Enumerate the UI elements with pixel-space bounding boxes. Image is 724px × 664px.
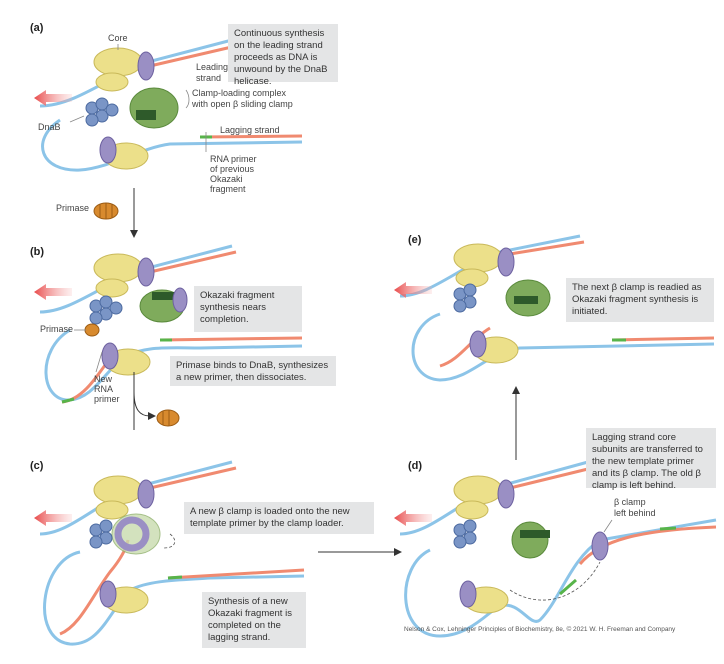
note-c1: A new β clamp is loaded onto the new tem… — [184, 502, 374, 534]
beta-clamp-icon — [114, 516, 150, 552]
clamp-loader-icon — [129, 87, 179, 129]
core-icon — [453, 243, 503, 273]
panel-e-art — [394, 234, 715, 382]
panel-c-art — [34, 460, 402, 646]
credit-line: Nelson & Cox, Lehninger Principles of Bi… — [404, 626, 676, 633]
note-d: Lagging strand core subunits are transfe… — [586, 428, 716, 491]
label-clamp-loading-1: Clamp-loading complex — [192, 88, 287, 98]
dnab-icon — [453, 519, 477, 549]
lagging-strand-blue — [41, 118, 303, 172]
label-beta-clamp-2: left behind — [614, 508, 656, 518]
leading-strand-red — [149, 44, 237, 68]
core-icon — [453, 475, 503, 505]
beta-clamp-icon — [497, 479, 515, 509]
panel-d-letter: (d) — [408, 460, 423, 472]
label-new-rna-2: RNA — [94, 384, 114, 394]
core-icon — [93, 47, 143, 77]
direction-arrow — [34, 510, 72, 526]
beta-clamp-icon — [99, 580, 117, 608]
core-icon — [95, 72, 129, 92]
label-lagging-strand: Lagging strand — [220, 125, 280, 135]
label-rna-primer-1: RNA primer — [210, 154, 257, 164]
lagging-strand-red — [199, 134, 303, 139]
note-c2: Synthesis of a new Okazaki fragment is c… — [202, 592, 306, 648]
clamp-loader-icon — [511, 521, 549, 559]
panel-a-art — [34, 38, 303, 238]
label-rna-primer-4: fragment — [210, 184, 246, 194]
primase-icon — [93, 202, 119, 220]
note-e: The next β clamp is readied as Okazaki f… — [566, 278, 714, 322]
primase-icon — [84, 323, 100, 337]
beta-clamp-icon — [172, 287, 188, 313]
dnab-icon — [453, 283, 477, 313]
label-new-rna-3: primer — [94, 394, 120, 404]
core-icon — [95, 278, 129, 298]
primase-icon — [156, 409, 180, 427]
direction-arrow — [394, 282, 432, 298]
label-core: Core — [108, 33, 128, 43]
core-icon — [93, 475, 143, 505]
label-leading-strand-1: Leading — [196, 62, 229, 72]
label-primase-b: Primase — [40, 324, 74, 334]
direction-arrow — [34, 90, 72, 106]
label-new-rna-1: New — [94, 374, 113, 384]
beta-clamp-icon — [591, 531, 609, 561]
dnab-icon — [89, 519, 113, 549]
note-b1: Okazaki fragment synthesis nears complet… — [194, 286, 302, 332]
panel-c-letter: (c) — [30, 460, 44, 472]
beta-clamp-icon — [459, 580, 477, 608]
label-leading-strand-2: strand — [196, 73, 222, 83]
clamp-loader-icon — [136, 110, 156, 120]
panel-b-letter: (b) — [30, 246, 45, 258]
label-rna-primer-2: of previous — [210, 164, 255, 174]
core-icon — [455, 500, 489, 520]
beta-clamp-icon — [137, 51, 155, 81]
label-beta-clamp-1: β clamp — [614, 497, 646, 507]
panel-b-art — [34, 244, 303, 430]
dnab-icon — [85, 97, 119, 127]
direction-arrow — [394, 510, 432, 526]
panel-e-letter: (e) — [408, 234, 422, 246]
panel-a-letter: (a) — [30, 22, 44, 34]
beta-clamp-icon — [137, 479, 155, 509]
label-primase-a: Primase — [56, 203, 90, 213]
beta-clamp-icon — [469, 330, 487, 358]
beta-clamp-icon — [137, 257, 155, 287]
direction-arrow — [34, 284, 72, 300]
panel-d-art — [394, 386, 717, 638]
note-a: Continuous synthesis on the leading stra… — [228, 24, 338, 87]
note-b2: Primase binds to DnaB, synthesizes a new… — [170, 356, 336, 386]
beta-clamp-icon — [99, 136, 117, 164]
core-icon — [93, 253, 143, 283]
label-rna-primer-3: Okazaki — [210, 174, 243, 184]
dnab-icon — [89, 295, 123, 325]
label-dnab: DnaB — [38, 122, 61, 132]
beta-clamp-icon — [101, 342, 119, 370]
beta-clamp-icon — [497, 247, 515, 277]
core-icon — [95, 500, 129, 520]
label-clamp-loading-2: with open β sliding clamp — [192, 99, 293, 109]
